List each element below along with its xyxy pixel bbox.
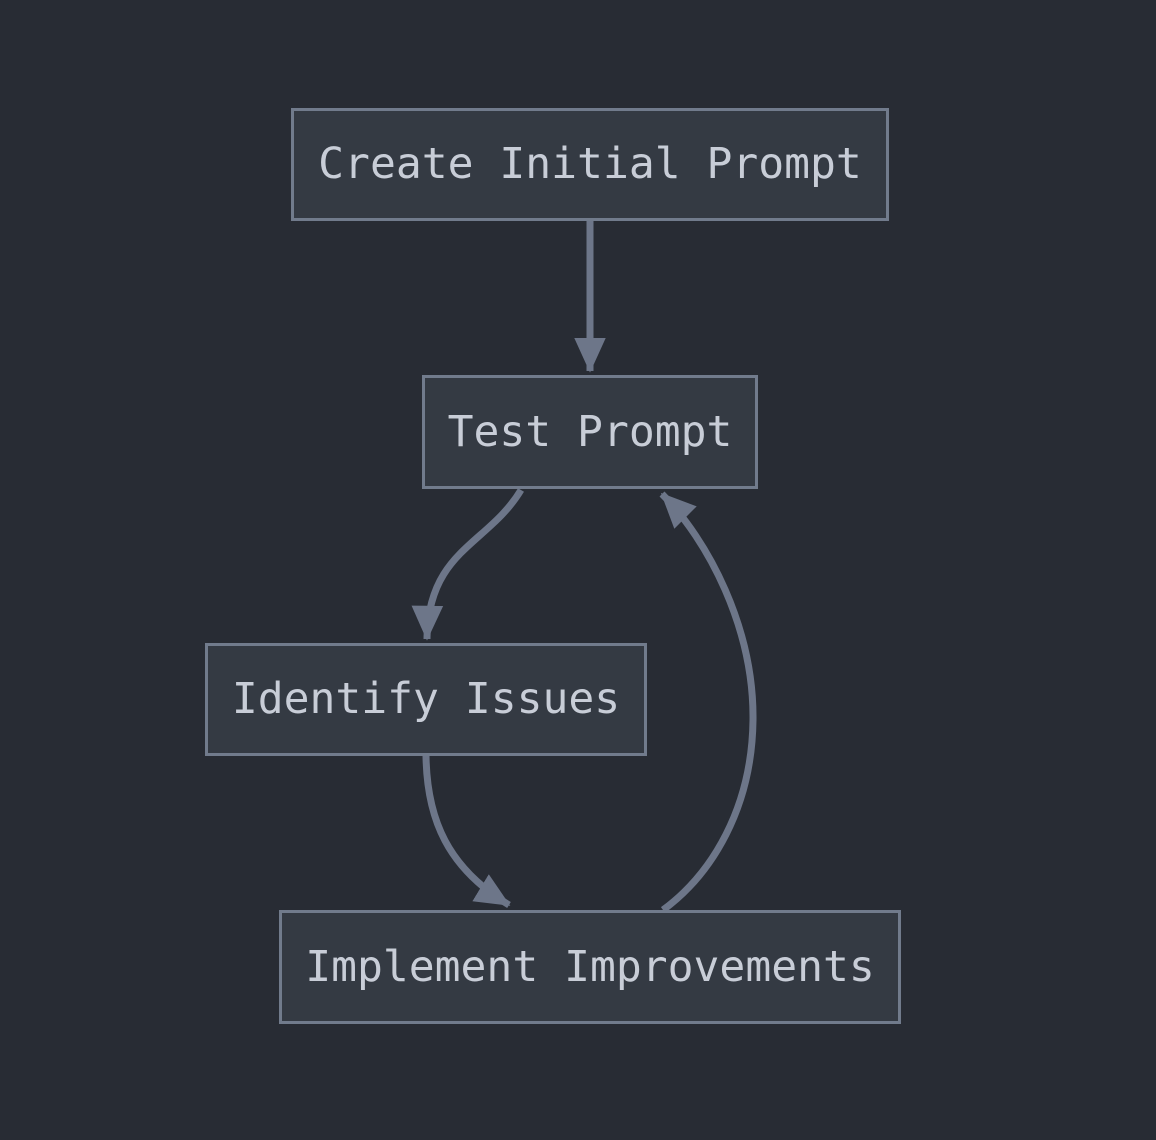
node-test-prompt-label: Test Prompt [447,406,733,457]
node-test-prompt: Test Prompt [422,375,758,489]
node-identify-issues-label: Identify Issues [231,674,621,724]
node-identify-issues: Identify Issues [205,643,647,756]
node-implement-improvements-label: Implement Improvements [305,941,875,992]
node-create-initial-prompt-label: Create Initial Prompt [318,139,862,189]
node-create-initial-prompt: Create Initial Prompt [291,108,889,221]
node-implement-improvements: Implement Improvements [279,910,901,1024]
edge-implement-to-test [659,491,757,913]
edge-identify-to-implement [422,755,511,908]
edge-test-to-identify [411,488,524,641]
